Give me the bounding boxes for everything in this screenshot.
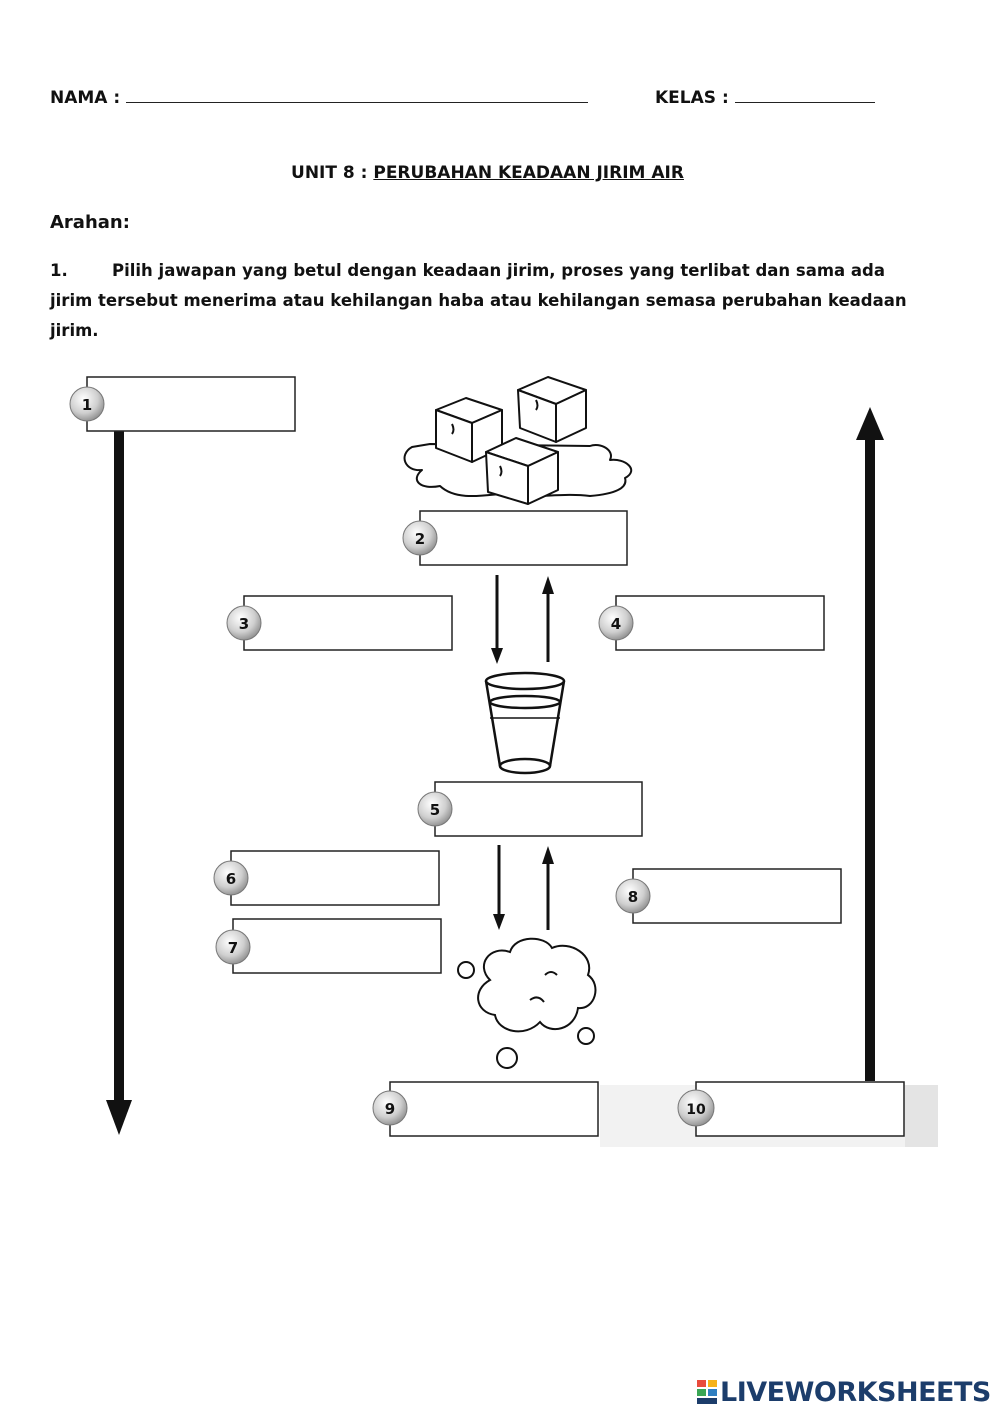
box-label-10: 10 (686, 1102, 706, 1118)
answer-box-10[interactable]: 10 (677, 1081, 905, 1137)
nama-line[interactable] (126, 88, 589, 103)
answer-box-5[interactable]: 5 (417, 781, 643, 837)
box-label-8: 8 (628, 888, 638, 906)
instructions-heading: Arahan: (50, 212, 130, 233)
nama-field: NAMA : (50, 88, 589, 108)
box-label-2: 2 (415, 530, 425, 548)
answer-box-9[interactable]: 9 (372, 1081, 599, 1137)
answer-box-4[interactable]: 4 (598, 595, 825, 651)
answer-box-8[interactable]: 8 (615, 868, 842, 924)
ice-cubes-icon (403, 376, 633, 505)
kelas-field: KELAS : (655, 88, 875, 108)
instructions-text: 1.Pilih jawapan yang betul dengan keadaa… (50, 256, 930, 346)
box-label-9: 9 (385, 1100, 395, 1118)
nama-label: NAMA : (50, 88, 121, 108)
answer-box-6[interactable]: 6 (213, 850, 440, 906)
cooling-arrow (106, 428, 132, 1135)
answer-box-7[interactable]: 7 (215, 918, 442, 974)
box-label-6: 6 (226, 870, 236, 888)
page-title: UNIT 8 : PERUBAHAN KEADAAN JIRIM AIR (0, 163, 975, 183)
instruction-number: 1. (50, 261, 68, 280)
title-prefix: UNIT 8 : (291, 163, 368, 183)
steam-cloud-icon (457, 937, 597, 1069)
heating-arrow (856, 407, 884, 1081)
title-topic: PERUBAHAN KEADAAN JIRIM AIR (373, 163, 684, 183)
kelas-label: KELAS : (655, 88, 729, 108)
liveworksheets-logo-icon (697, 1380, 717, 1404)
answer-box-3[interactable]: 3 (226, 595, 453, 651)
water-glass-icon (484, 671, 566, 775)
melting-freezing-arrows (491, 575, 554, 664)
kelas-line[interactable] (734, 88, 875, 103)
watermark-text: LIVEWORKSHEETS (720, 1377, 991, 1408)
instruction-body: Pilih jawapan yang betul dengan keadaan … (50, 261, 907, 340)
answer-box-1[interactable]: 1 (69, 376, 296, 432)
evaporation-condensation-arrows (493, 845, 554, 930)
scan-shade-edge (905, 1085, 938, 1147)
box-label-3: 3 (239, 615, 249, 633)
watermark: LIVEWORKSHEETS (697, 1377, 991, 1408)
states-of-matter-diagram: 1 2 3 4 5 6 7 8 9 10 (69, 376, 938, 1147)
box-label-7: 7 (228, 939, 238, 957)
box-label-4: 4 (611, 615, 621, 633)
box-label-5: 5 (430, 801, 440, 819)
box-label-1: 1 (82, 396, 92, 414)
answer-box-2[interactable]: 2 (402, 510, 628, 566)
